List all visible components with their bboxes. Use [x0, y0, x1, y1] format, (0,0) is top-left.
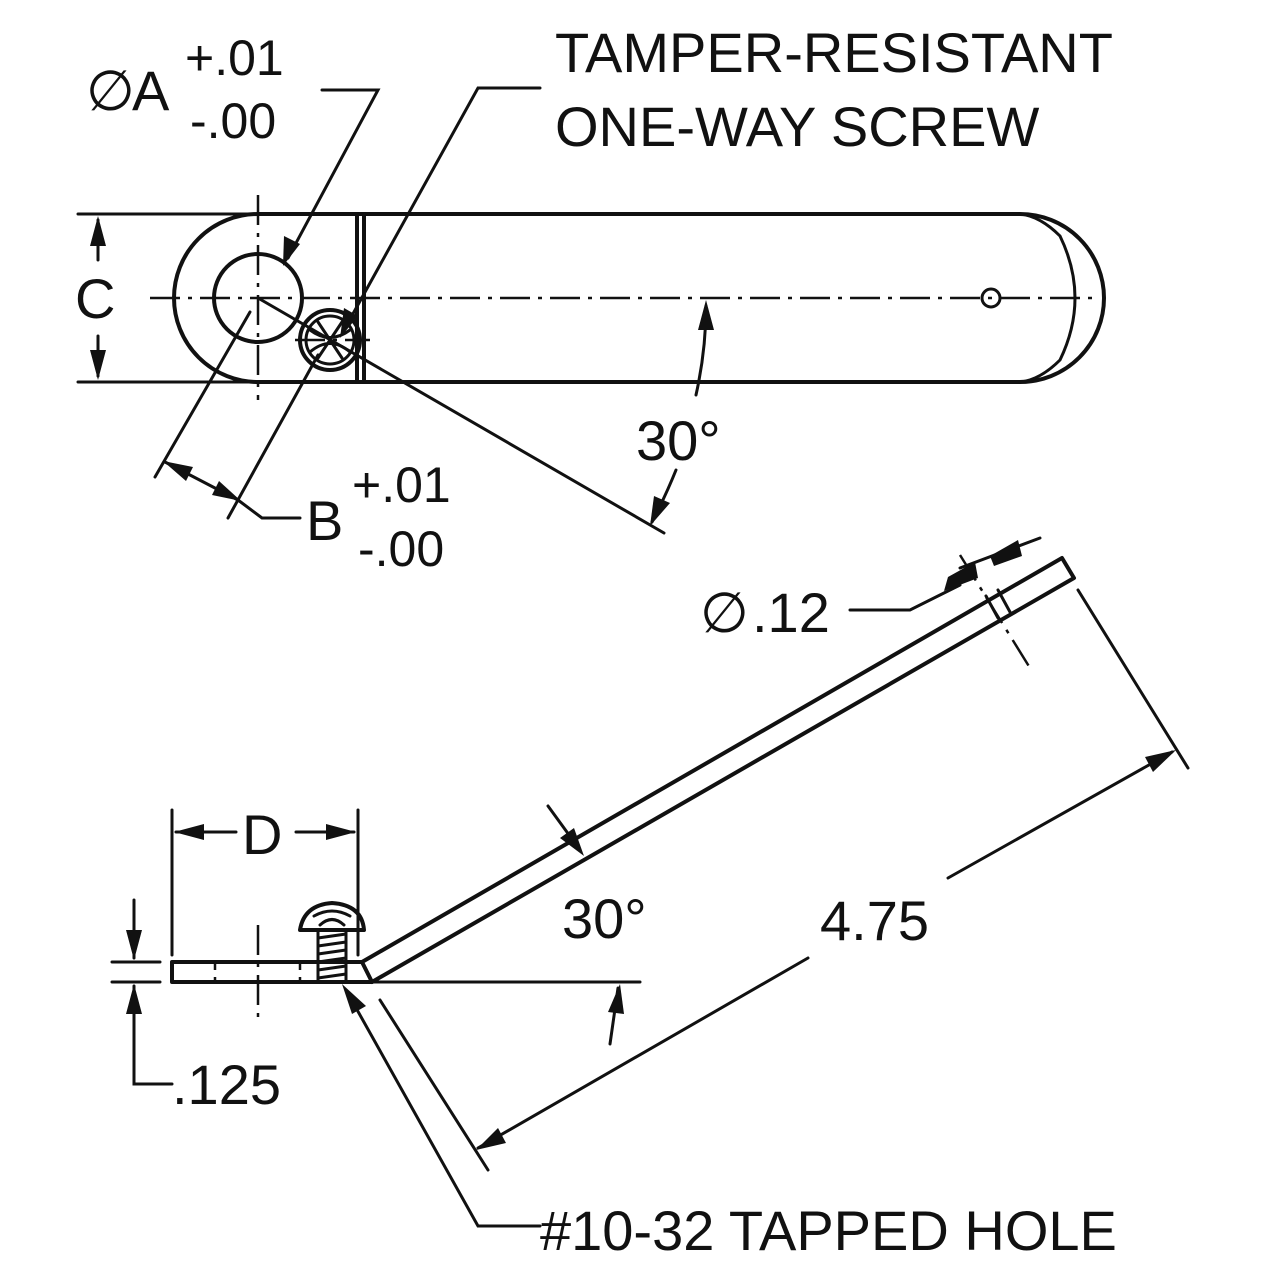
leader-dia-a-arrow: [283, 236, 300, 266]
length-label: 4.75: [820, 889, 929, 952]
b-arrow-2: [212, 481, 241, 501]
angle-arrow-top-upper: [698, 300, 714, 330]
screw-side: [298, 901, 366, 984]
b-arrow-1: [163, 461, 193, 481]
dim-b-tol-minus: -.00: [358, 521, 444, 577]
dia12-arrow-2: [990, 540, 1022, 566]
top-view: C ∅ A +.01 -.00 TAMPER-RESISTANT ONE-WAY…: [75, 21, 1113, 577]
screw-head-top: [295, 308, 370, 372]
leader-dia-a: [286, 88, 381, 260]
dim-b-tol-plus: +.01: [352, 457, 451, 513]
len-ext-1: [378, 998, 490, 1172]
b-ext-1: [153, 310, 252, 479]
dim-c-label: C: [75, 267, 115, 330]
angle-top-label: 30°: [636, 409, 721, 472]
hole-dia-symbol: ∅: [700, 581, 749, 644]
c-arrow-top: [90, 216, 106, 246]
len-ext-2: [1076, 588, 1190, 770]
dia-a-tol-plus: +.01: [185, 30, 284, 86]
hole-dia-value: .12: [752, 581, 830, 644]
dia-a-symbol: ∅: [86, 59, 135, 122]
d-arrow-2: [326, 824, 356, 840]
leader-screw: [342, 86, 542, 332]
arm-outline: [360, 556, 1076, 984]
d-arrow-1: [174, 824, 204, 840]
angle-line-top: [256, 296, 666, 535]
thickness-label: .125: [172, 1053, 281, 1116]
screw-label-line1: TAMPER-RESISTANT: [555, 21, 1113, 84]
dim-d-label: D: [242, 803, 282, 866]
angle-side-arrow-2: [608, 984, 624, 1014]
t-arrow-top: [126, 930, 142, 960]
c-arrow-bottom: [90, 350, 106, 380]
angle-arrow-top-lower: [650, 496, 670, 526]
len-dim-line-1: [476, 956, 810, 1150]
b-leader: [236, 498, 302, 520]
len-arrow-2: [1145, 750, 1176, 772]
dim-b-label: B: [306, 489, 343, 552]
tapped-hole-arrow: [342, 984, 366, 1014]
b-ext-2: [226, 353, 320, 520]
screw-label-line2: ONE-WAY SCREW: [555, 95, 1039, 158]
dia12-arrow: [944, 562, 978, 591]
dia12-leader: [848, 583, 962, 612]
hole-a: [212, 252, 304, 344]
side-view: ∅ .12 4.75 30° D .125 #10-: [110, 536, 1190, 1262]
t-arrow-bottom: [126, 984, 142, 1014]
dia-a-letter: A: [132, 59, 170, 122]
tapped-hole-leader: [344, 988, 542, 1228]
angle-side-label: 30°: [562, 887, 647, 950]
flange-outline: [170, 960, 374, 984]
leader-screw-arrow: [340, 308, 358, 338]
len-dim-line-2: [946, 750, 1174, 880]
tapped-hole-label: #10-32 TAPPED HOLE: [540, 1199, 1117, 1262]
angle-side-arrow-1: [560, 828, 584, 856]
dia-a-tol-minus: -.00: [190, 93, 276, 149]
arm-hole-edge-2: [996, 588, 1012, 614]
len-arrow-1: [476, 1128, 506, 1150]
t-arrow-line-bottom: [132, 984, 174, 1086]
hole-small-top: [980, 287, 1002, 309]
